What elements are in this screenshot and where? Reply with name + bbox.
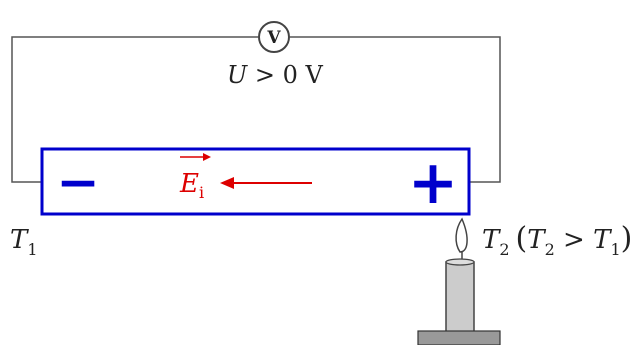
flame-icon <box>455 217 468 253</box>
candle <box>417 217 501 345</box>
temperature-left: T1 <box>10 225 38 259</box>
voltmeter-symbol: V <box>266 28 281 48</box>
field-arrow <box>220 177 312 189</box>
temperature-right: T2(T2 > T1) <box>482 221 631 259</box>
field-label: Ei <box>179 153 211 202</box>
candle-body <box>445 261 475 333</box>
voltage-condition: > 0 V <box>247 61 323 89</box>
vector-arrowhead <box>203 153 211 161</box>
minus-sign: − <box>56 152 100 213</box>
circuit-wire <box>11 36 501 183</box>
plus-sign: + <box>408 148 458 218</box>
conductor-bar <box>40 147 471 216</box>
voltmeter: V <box>258 21 290 53</box>
voltage-variable: U <box>227 61 248 89</box>
voltage-reading: U > 0 V <box>227 61 324 89</box>
candle-base <box>417 330 501 345</box>
field-symbol: Ei <box>179 169 204 202</box>
